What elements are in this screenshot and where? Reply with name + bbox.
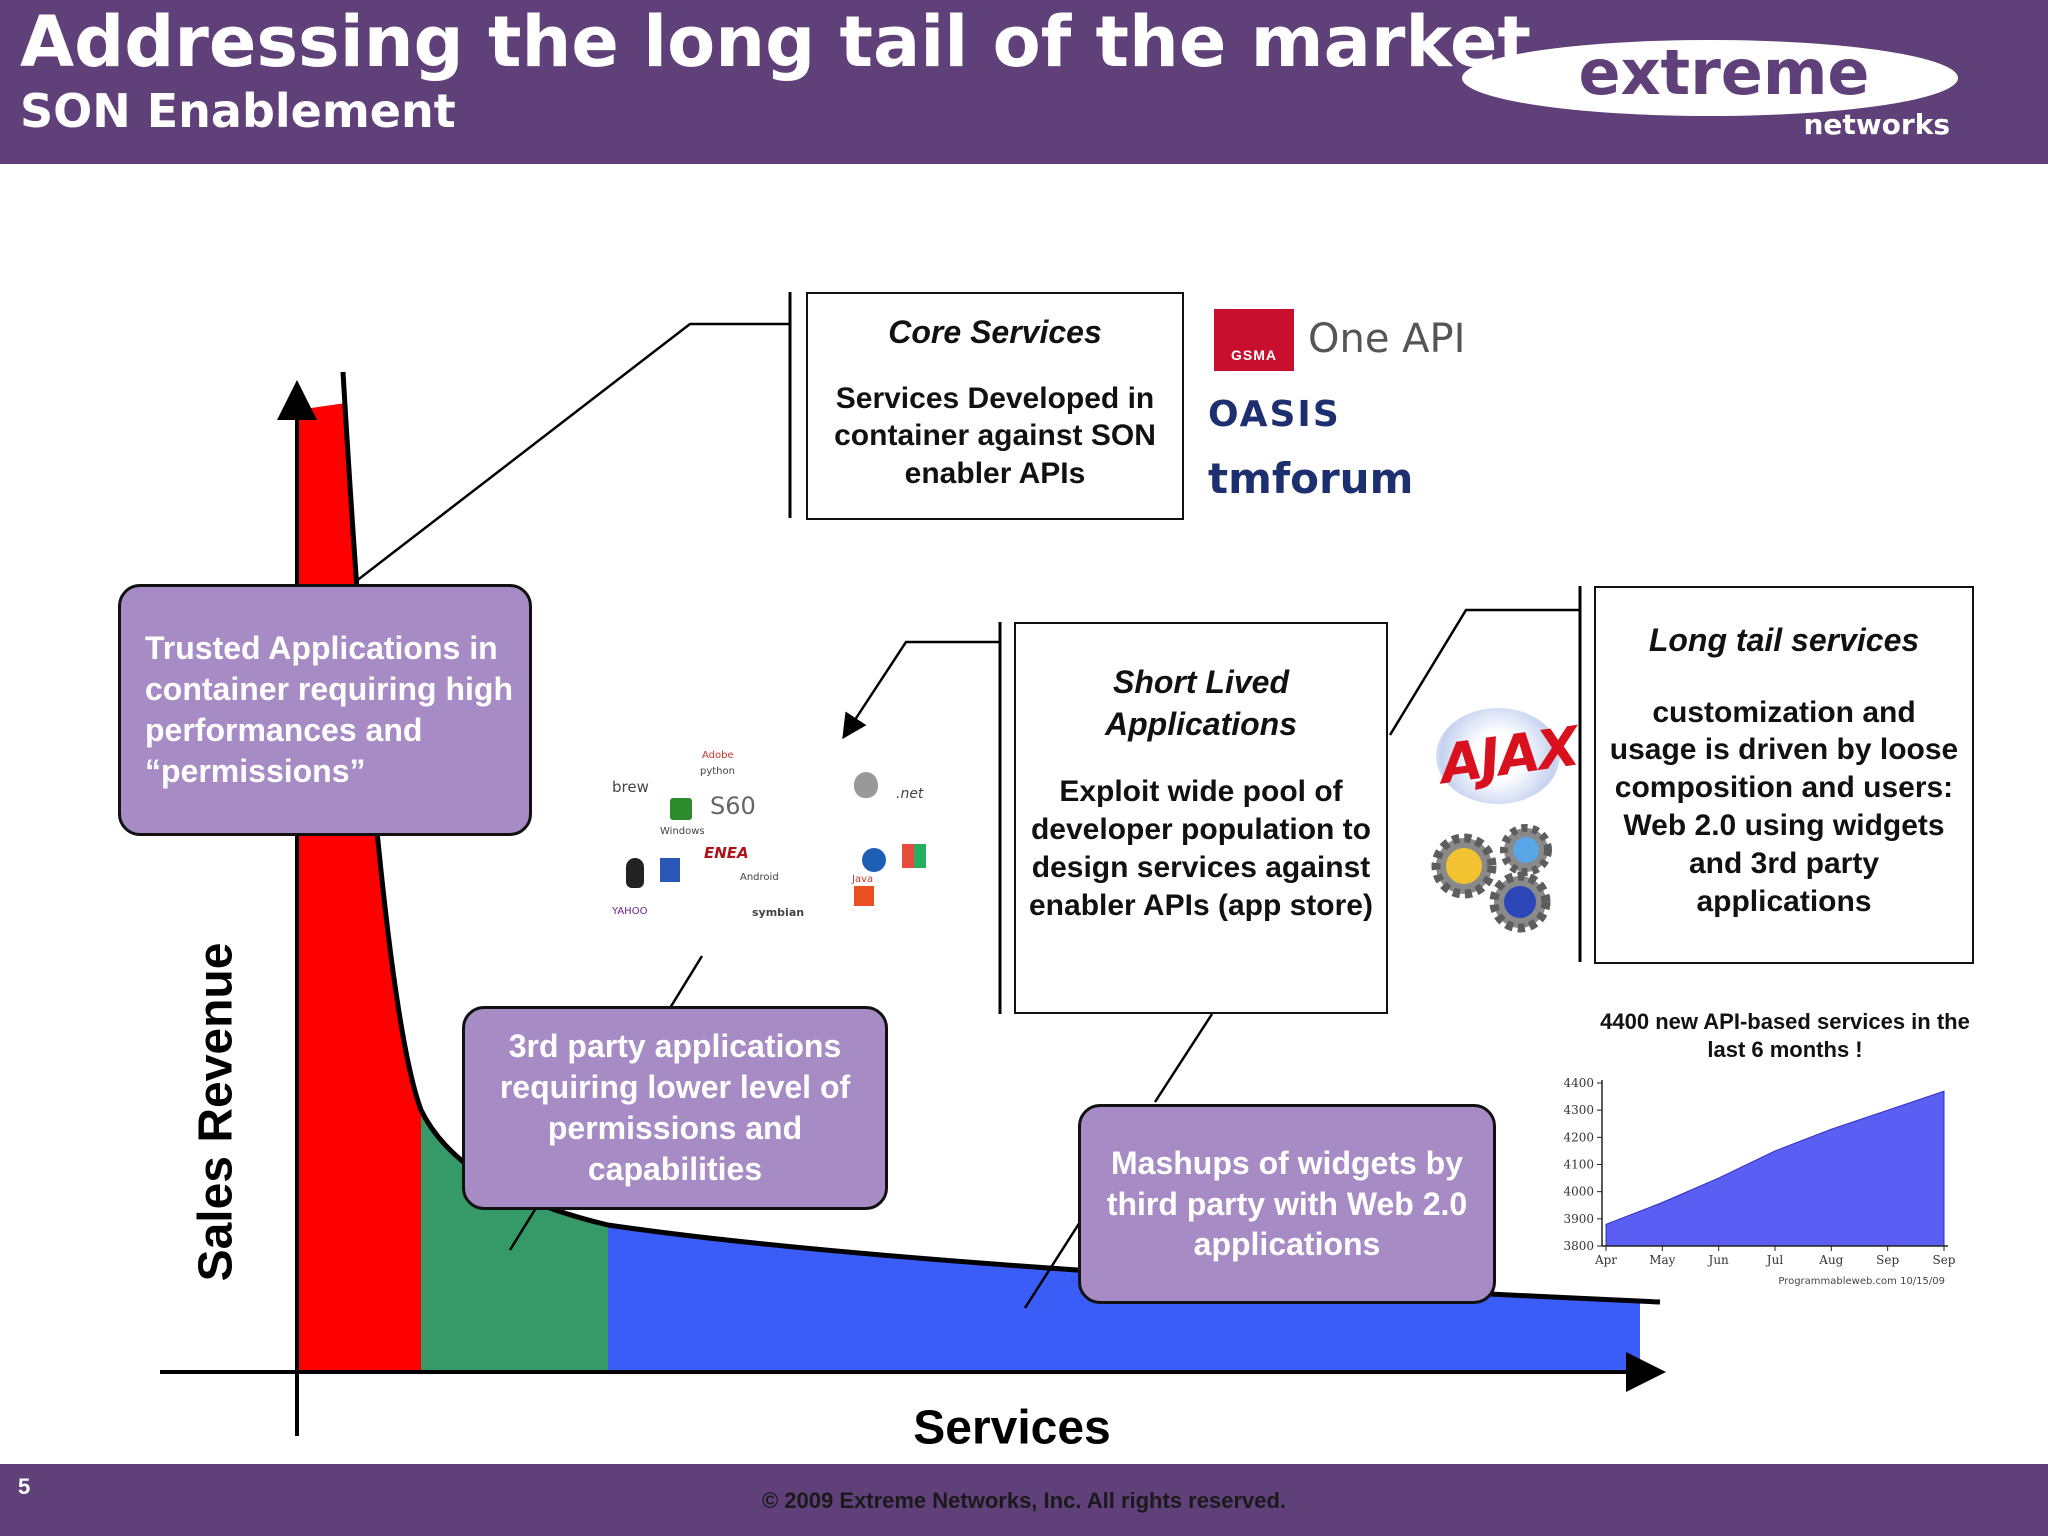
core-services-box: Core Services Services Developed in cont… — [806, 292, 1184, 520]
devlogo-adobe: Adobe — [702, 750, 734, 761]
mini-x-tick-label: Sep — [1876, 1253, 1899, 1267]
y-axis-label: Sales Revenue — [189, 942, 243, 1282]
devlogo-android: Android — [740, 872, 779, 883]
logo-word: extreme — [1579, 36, 1870, 109]
trusted-apps-callout: Trusted Applications in container requir… — [118, 584, 532, 836]
mini-y-tick-label: 3800 — [1563, 1239, 1594, 1253]
core-services-body: Services Developed in container against … — [834, 381, 1156, 491]
one-api-text: One API — [1308, 316, 1466, 362]
x-axis-label: Services — [913, 1401, 1111, 1455]
third-party-apps-callout: 3rd party applications requiring lower l… — [462, 1006, 888, 1210]
mini-x-tick-label: Sep — [1932, 1253, 1955, 1267]
mini-chart-source: Programmableweb.com 10/15/09 — [1778, 1276, 1945, 1287]
mini-x-tick-label: Jul — [1765, 1253, 1784, 1267]
devlogo-brew: brew — [612, 778, 649, 796]
api-growth-area — [1605, 1090, 1945, 1247]
copyright-notice: © 2009 Extreme Networks, Inc. All rights… — [761, 1488, 1287, 1513]
short-lived-box: Short Lived Applications Exploit wide po… — [1014, 622, 1388, 1014]
devlogo-dotnet: .net — [896, 786, 924, 802]
ui-icon — [660, 858, 680, 882]
ajax-logo: AJAX — [1436, 708, 1581, 804]
gear-bottom — [1489, 871, 1551, 933]
devlogo-symbian: symbian — [752, 906, 805, 919]
footer-bar — [0, 1464, 2048, 1536]
linux-penguin-icon — [626, 858, 644, 888]
mini-x-tick-label: Jun — [1707, 1253, 1730, 1267]
third-party-connector-top — [668, 955, 704, 1009]
core-services-connector — [354, 322, 790, 583]
windows-flag-icon — [902, 844, 926, 868]
firefox-icon — [862, 848, 886, 872]
api-growth-chart-title: 4400 new API-based services in the last … — [1600, 1009, 1970, 1062]
logo-swoosh — [1462, 40, 1958, 116]
mini-y-tick-label: 4100 — [1563, 1158, 1594, 1172]
gear-left — [1431, 833, 1497, 899]
extreme-networks-logo: extreme networks — [1462, 36, 1958, 141]
apple-icon — [854, 772, 878, 798]
short-lived-body: Exploit wide pool of developer populatio… — [1029, 775, 1373, 923]
long-tail-body: customization and usage is driven by loo… — [1609, 695, 1959, 918]
mini-x-tick-label: Aug — [1818, 1253, 1843, 1267]
gsma-mark: GSMA — [1231, 347, 1277, 363]
qt-icon — [670, 798, 692, 820]
devlogo-yahoo: YAHOO — [612, 906, 648, 917]
long-tail-heading: Long tail services — [1648, 622, 1920, 658]
devlogo-python: python — [700, 766, 735, 777]
long-tail-box: Long tail services customization and usa… — [1594, 586, 1974, 964]
short-lived-connector — [842, 640, 1000, 740]
core-services-heading: Core Services — [888, 314, 1102, 350]
devlogo-java: Java — [852, 874, 874, 885]
long-tail-connector — [1388, 608, 1580, 736]
developer-logos-cluster: brew S60 Windows ENEA Android Java symbi… — [590, 730, 956, 930]
short-lived-pointer — [1153, 1013, 1214, 1103]
short-lived-heading: Short Lived Applications — [1104, 664, 1297, 742]
head-segment-fill — [297, 403, 421, 1370]
oasis-logo: OASIS — [1208, 394, 1341, 435]
office-icon — [854, 886, 874, 906]
logo-subword: networks — [1803, 108, 1950, 141]
devlogo-s60: S60 — [710, 792, 756, 820]
third-party-connector-bottom — [508, 1207, 538, 1251]
devlogo-windows: Windows — [660, 826, 705, 837]
gear-right-top — [1500, 824, 1552, 876]
gears-icon — [1431, 824, 1552, 933]
gsma-logo: GSMA — [1214, 309, 1294, 371]
slide-subtitle: SON Enablement — [20, 84, 456, 138]
mashups-pointer — [1023, 1221, 1082, 1309]
mini-y-tick-label: 4000 — [1563, 1185, 1594, 1199]
mini-y-tick-label: 4200 — [1563, 1130, 1594, 1144]
mini-x-tick-label: May — [1649, 1253, 1675, 1267]
mini-x-tick-label: Apr — [1594, 1253, 1617, 1267]
mini-y-tick-label: 4300 — [1563, 1103, 1594, 1117]
api-growth-chart: 3800 3900 4000 4100 4200 4300 4400 Apr May Jun Ju… — [1563, 1076, 1955, 1287]
mini-y-tick-label: 3900 — [1563, 1212, 1594, 1226]
mashups-callout: Mashups of widgets by third party with W… — [1078, 1104, 1496, 1304]
devlogo-enea: ENEA — [704, 844, 749, 862]
mini-y-tick-label: 4400 — [1563, 1076, 1594, 1090]
tmforum-logo: tmforum — [1208, 454, 1414, 503]
page-number: 5 — [18, 1474, 31, 1499]
slide-title: Addressing the long tail of the market — [20, 1, 1531, 83]
